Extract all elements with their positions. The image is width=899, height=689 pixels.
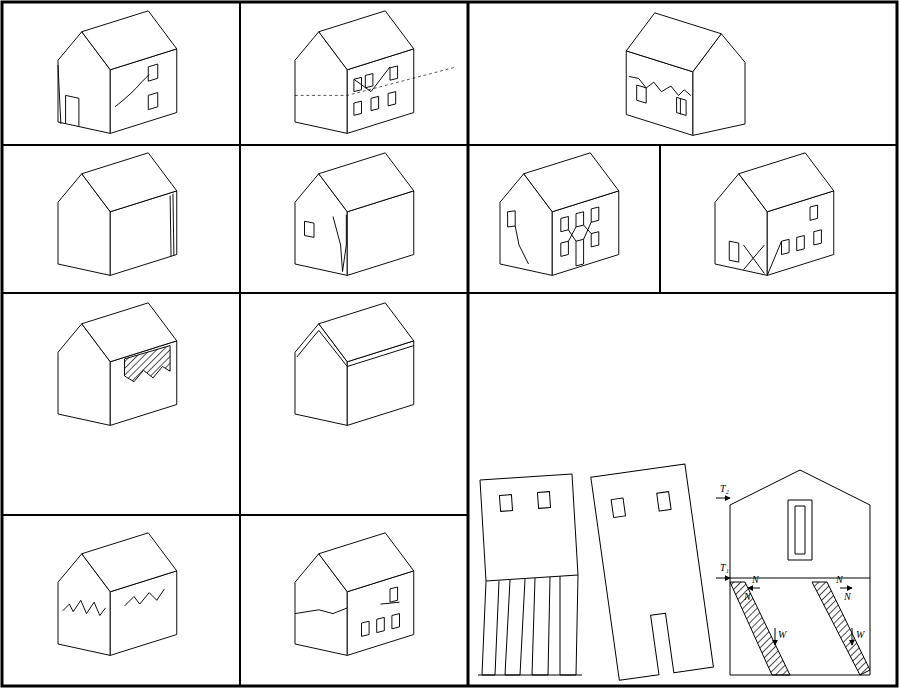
overturning-elevation xyxy=(591,464,714,680)
force-label: N xyxy=(844,592,851,602)
force-label: N xyxy=(752,575,759,585)
force-label: W xyxy=(778,630,786,640)
house-zigzag-crack xyxy=(58,533,177,656)
force-label: N xyxy=(744,592,751,602)
house-horizontal-crack xyxy=(295,11,457,134)
house-x-cracks xyxy=(500,153,619,276)
force-label: T₂ xyxy=(720,484,729,494)
house-gable-collapse xyxy=(58,303,177,426)
force-diagram-elevation xyxy=(716,470,870,675)
force-label: W xyxy=(856,630,864,640)
force-label: N xyxy=(836,575,843,585)
house-corner-separation xyxy=(58,153,177,276)
house-shear-crack xyxy=(58,11,177,134)
soft-storey-elevation xyxy=(478,474,582,675)
house-roof-crack xyxy=(295,303,414,426)
house-pier-cracks xyxy=(715,153,834,276)
force-label: T₁ xyxy=(720,563,729,573)
house-corner-cracks xyxy=(626,13,745,136)
house-floor-crack xyxy=(295,533,414,656)
house-v-crack xyxy=(295,153,414,276)
